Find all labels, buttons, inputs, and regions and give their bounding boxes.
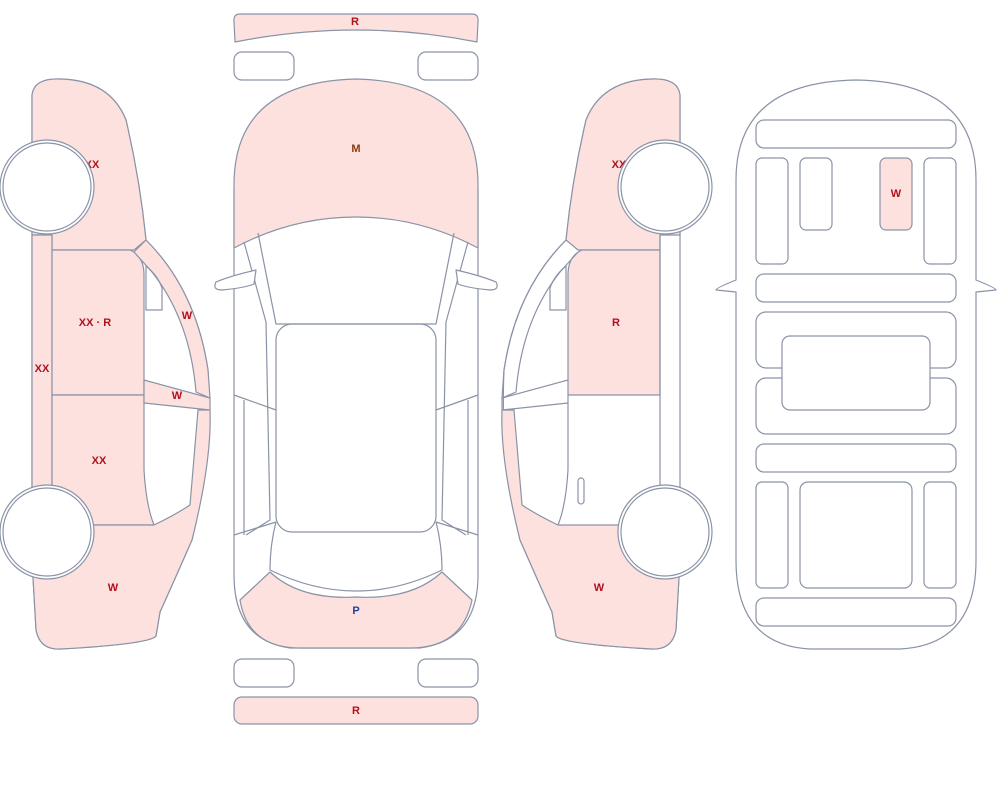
right-b-pillar-line bbox=[501, 379, 569, 411]
right-side-view: XX R W bbox=[501, 78, 713, 650]
left-front-door-panel[interactable] bbox=[51, 249, 145, 396]
left-mirror[interactable] bbox=[214, 269, 257, 291]
underside-left-front-rail[interactable] bbox=[755, 157, 789, 265]
underside-rear-floor[interactable] bbox=[799, 481, 913, 589]
left-door-line bbox=[233, 394, 277, 536]
front-bumper-bottom-panel[interactable] bbox=[233, 696, 479, 725]
roof-panel[interactable] bbox=[879, 157, 913, 231]
front-left-pad[interactable] bbox=[233, 658, 295, 688]
underside-front-inner-left[interactable] bbox=[799, 157, 833, 231]
right-front-wheel bbox=[617, 139, 713, 235]
underside-rear-crossmember[interactable] bbox=[755, 597, 957, 627]
rear-bumper-top-panel[interactable] bbox=[233, 13, 479, 43]
right-front-door-panel[interactable] bbox=[567, 249, 661, 396]
right-rear-wheel bbox=[617, 484, 713, 580]
underside-right-rear-rail[interactable] bbox=[923, 481, 957, 589]
front-right-pad[interactable] bbox=[417, 658, 479, 688]
left-front-wheel bbox=[0, 139, 95, 235]
right-mirror[interactable] bbox=[455, 269, 498, 291]
underside-left-rear-rail[interactable] bbox=[755, 481, 789, 589]
right-quarter-panel-label: W bbox=[594, 582, 605, 594]
left-rear-wheel-rim bbox=[2, 487, 92, 577]
underside-view: W bbox=[715, 79, 997, 650]
right-rear-door-line bbox=[557, 395, 569, 526]
rear-bumper-top-label: R bbox=[351, 16, 359, 28]
left-a-pillar-panel[interactable] bbox=[133, 239, 211, 399]
front-bumper-cover-panel[interactable] bbox=[239, 571, 473, 649]
left-rear-wheel bbox=[0, 484, 95, 580]
hood-label: M bbox=[351, 143, 360, 155]
top-view: R M P R bbox=[214, 13, 498, 725]
rear-right-pad[interactable] bbox=[417, 51, 479, 81]
left-window-line bbox=[145, 265, 163, 311]
hood-panel[interactable] bbox=[233, 78, 479, 249]
underside-front-floor-bar[interactable] bbox=[755, 273, 957, 303]
underside-rear-floor-bar[interactable] bbox=[755, 443, 957, 473]
right-front-door-label: R bbox=[612, 317, 620, 329]
front-bumper-cover-label: P bbox=[352, 605, 359, 617]
right-window-line bbox=[549, 265, 567, 311]
right-rear-wheel-rim bbox=[620, 487, 710, 577]
left-a-pillar-label: W bbox=[182, 310, 193, 322]
right-fuel-door bbox=[577, 477, 585, 505]
left-side-view: XX XX XX · R XX W W W bbox=[0, 78, 211, 650]
right-door-line bbox=[435, 394, 479, 536]
underside-center-tunnel[interactable] bbox=[781, 335, 931, 411]
left-front-door-label: XX · R bbox=[79, 317, 111, 329]
left-rocker-label: XX bbox=[35, 363, 50, 375]
left-quarter-panel[interactable] bbox=[31, 409, 211, 650]
left-quarter-panel-label: W bbox=[108, 582, 119, 594]
left-b-pillar-panel[interactable] bbox=[143, 379, 211, 411]
front-bumper-bottom-label: R bbox=[352, 705, 360, 717]
left-front-wheel-rim bbox=[2, 142, 92, 232]
left-rear-door-label: XX bbox=[92, 455, 107, 467]
rear-window-outline bbox=[269, 521, 443, 592]
right-front-wheel-rim bbox=[620, 142, 710, 232]
underside-right-front-rail[interactable] bbox=[923, 157, 957, 265]
rear-left-pad[interactable] bbox=[233, 51, 295, 81]
left-b-pillar-label: W bbox=[172, 390, 183, 402]
roof-outline bbox=[275, 323, 437, 533]
right-quarter-panel[interactable] bbox=[501, 409, 681, 650]
underside-front-crossmember[interactable] bbox=[755, 119, 957, 149]
roof-panel-label: W bbox=[891, 188, 902, 200]
